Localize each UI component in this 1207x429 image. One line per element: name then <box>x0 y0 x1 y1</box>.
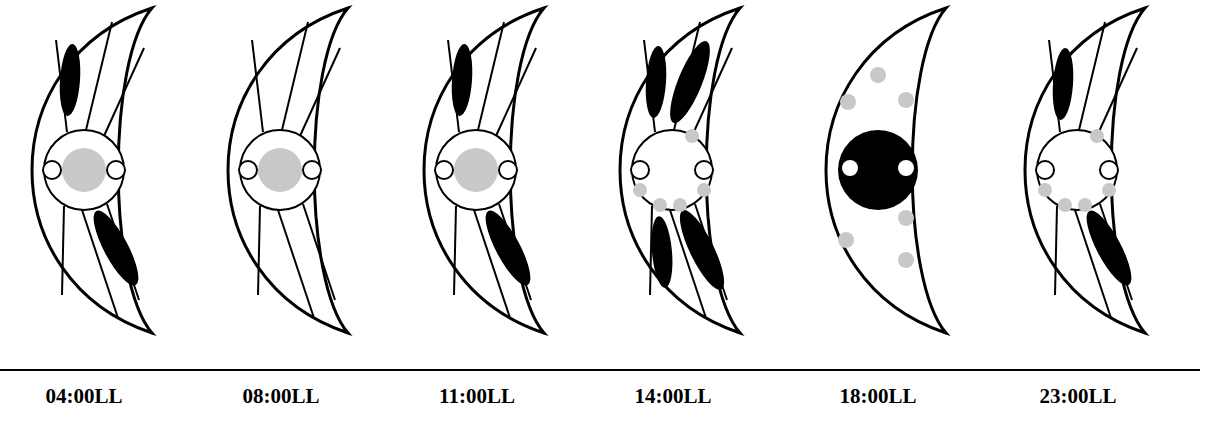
axis-rule <box>0 369 1200 371</box>
time-label: 14:00LL <box>634 384 711 409</box>
time-label: 23:00LL <box>1039 384 1116 409</box>
cell <box>826 8 946 333</box>
cell <box>620 8 740 333</box>
cell <box>424 8 544 333</box>
cell <box>228 8 348 333</box>
cell <box>32 8 152 333</box>
time-label: 08:00LL <box>242 384 319 409</box>
cell <box>1025 8 1145 333</box>
time-label: 04:00LL <box>45 384 122 409</box>
time-label: 11:00LL <box>439 384 515 409</box>
time-label: 18:00LL <box>839 384 916 409</box>
